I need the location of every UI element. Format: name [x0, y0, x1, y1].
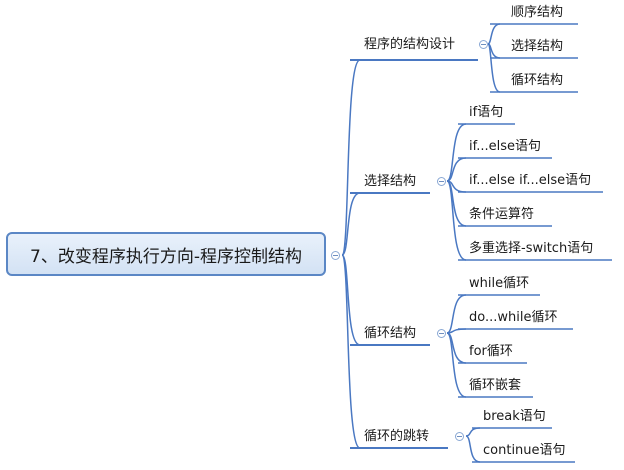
connector-root-branch-1	[341, 59, 361, 256]
branch-label-4[interactable]: 循环的跳转	[364, 429, 430, 444]
leaf-label[interactable]: 多重选择-switch语句	[469, 241, 594, 256]
connector-root-branch-4	[341, 254, 361, 449]
connector-b1-c1	[487, 23, 501, 45]
connector-b1-c3	[487, 43, 501, 93]
connector-b3-c1	[446, 294, 467, 334]
leaf-label[interactable]: 顺序结构	[511, 5, 564, 20]
collapse-icon[interactable]	[331, 251, 340, 260]
root-node-label: 7、改变程序执行方向-程序控制结构	[30, 246, 302, 267]
branch-label-1[interactable]: 程序的结构设计	[364, 37, 456, 52]
leaf-label[interactable]: for循环	[469, 344, 513, 359]
collapse-icon[interactable]	[479, 40, 488, 49]
leaf-label[interactable]: do...while循环	[469, 310, 558, 325]
leaf-label[interactable]: 条件运算符	[469, 207, 535, 222]
connector-b2-c1	[446, 123, 467, 182]
connector-b4-c1	[465, 427, 481, 437]
collapse-icon[interactable]	[437, 329, 446, 338]
root-node[interactable]: 7、改变程序执行方向-程序控制结构	[6, 232, 326, 276]
leaf-label[interactable]: while循环	[469, 276, 530, 291]
leaf-label[interactable]: break语句	[483, 409, 546, 424]
leaf-label[interactable]: if...else语句	[469, 139, 542, 154]
leaf-label[interactable]: continue语句	[483, 443, 566, 458]
branch-label-2[interactable]: 选择结构	[364, 174, 417, 189]
leaf-label[interactable]: 选择结构	[511, 39, 564, 54]
leaf-label[interactable]: if语句	[469, 105, 504, 120]
connector-b2-c5	[446, 180, 467, 261]
collapse-icon[interactable]	[455, 432, 464, 441]
branch-label-3[interactable]: 循环结构	[364, 326, 417, 341]
leaf-label[interactable]: 循环嵌套	[469, 378, 522, 393]
connector-b4-c2	[465, 435, 481, 463]
leaf-label[interactable]: if...else if...else语句	[469, 173, 592, 188]
connector-b3-c4	[446, 332, 467, 398]
leaf-label[interactable]: 循环结构	[511, 73, 564, 88]
connector-root-branch-2	[341, 192, 361, 256]
collapse-icon[interactable]	[437, 177, 446, 186]
